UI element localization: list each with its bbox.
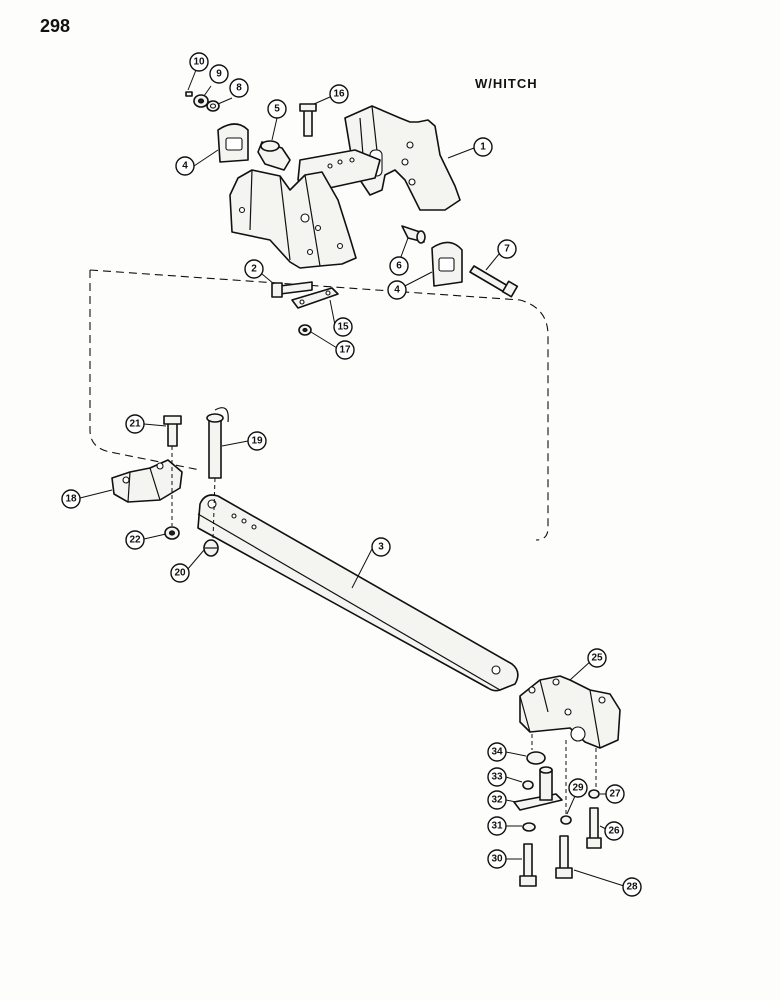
svg-text:15: 15 <box>337 322 349 333</box>
callout-26: 26 <box>604 821 624 841</box>
assembly-boundary-dashed <box>89 269 549 541</box>
svg-text:33: 33 <box>491 772 503 783</box>
callout-10: 10 <box>189 52 209 72</box>
svg-text:4: 4 <box>394 285 400 296</box>
washer-31 <box>522 822 536 832</box>
svg-text:1: 1 <box>480 142 486 153</box>
clamp-18 <box>111 459 183 503</box>
svg-text:5: 5 <box>274 104 280 115</box>
diagram-title: W/HITCH <box>475 76 538 91</box>
bolt-21 <box>163 415 182 447</box>
callout-32: 32 <box>487 790 507 810</box>
svg-text:28: 28 <box>626 882 638 893</box>
bolt-2 <box>271 281 313 298</box>
callout-33: 33 <box>487 767 507 787</box>
callout-16: 16 <box>329 84 349 104</box>
callout-30: 30 <box>487 849 507 869</box>
sleeve-bushing <box>257 140 291 171</box>
callout-34: 34 <box>487 742 507 762</box>
svg-text:34: 34 <box>491 747 503 758</box>
pin-10 <box>185 91 193 97</box>
svg-text:16: 16 <box>333 89 345 100</box>
callout-18: 18 <box>61 489 81 509</box>
svg-text:25: 25 <box>591 653 603 664</box>
callout-5: 5 <box>267 99 287 119</box>
svg-text:31: 31 <box>491 821 503 832</box>
bolt-16 <box>299 103 317 137</box>
drawbar-support-casting <box>229 105 461 269</box>
svg-text:8: 8 <box>236 83 242 94</box>
clevis-plate-upper <box>217 123 249 163</box>
svg-text:17: 17 <box>339 345 351 356</box>
bolt-26 <box>586 807 602 849</box>
svg-text:20: 20 <box>174 568 186 579</box>
washer-20 <box>203 539 219 557</box>
callout-22: 22 <box>125 530 145 550</box>
callout-15: 15 <box>333 317 353 337</box>
callout-17: 17 <box>335 340 355 360</box>
svg-text:32: 32 <box>491 795 503 806</box>
svg-text:10: 10 <box>193 57 205 68</box>
callout-9: 9 <box>209 64 229 84</box>
lock-washer-29 <box>560 815 572 825</box>
callout-7: 7 <box>497 239 517 259</box>
callout-4-lower: 4 <box>387 280 407 300</box>
svg-text:22: 22 <box>129 535 141 546</box>
nut-22 <box>164 526 180 540</box>
nut-9 <box>193 94 209 108</box>
strap-15 <box>291 287 339 309</box>
rear-support-25 <box>519 675 621 749</box>
svg-text:9: 9 <box>216 69 222 80</box>
callout-4-upper: 4 <box>175 156 195 176</box>
svg-text:18: 18 <box>65 494 77 505</box>
callout-8: 8 <box>229 78 249 98</box>
callout-3: 3 <box>371 537 391 557</box>
svg-text:7: 7 <box>504 244 510 255</box>
callout-27: 27 <box>605 784 625 804</box>
washer-8 <box>206 100 220 112</box>
callout-28: 28 <box>622 877 642 897</box>
washer-33 <box>522 780 534 790</box>
svg-text:21: 21 <box>129 419 141 430</box>
lock-washer-27 <box>588 789 600 799</box>
svg-text:6: 6 <box>396 261 402 272</box>
svg-text:29: 29 <box>572 783 584 794</box>
plate-32 <box>513 766 563 811</box>
page-number: 298 <box>40 16 71 36</box>
washer-34 <box>526 751 546 765</box>
svg-text:2: 2 <box>251 264 257 275</box>
callout-6: 6 <box>389 256 409 276</box>
callout-20: 20 <box>170 563 190 583</box>
pin-6 <box>401 225 426 244</box>
callout-29: 29 <box>568 778 588 798</box>
callout-21: 21 <box>125 414 145 434</box>
svg-text:26: 26 <box>608 826 620 837</box>
bolt-28 <box>555 835 573 879</box>
bolt-7 <box>469 265 519 298</box>
callout-31: 31 <box>487 816 507 836</box>
svg-text:30: 30 <box>491 854 503 865</box>
callout-19: 19 <box>247 431 267 451</box>
svg-text:4: 4 <box>182 161 188 172</box>
drawbar-3 <box>197 494 519 692</box>
bolt-30 <box>519 843 537 887</box>
callout-1: 1 <box>473 137 493 157</box>
clevis-plate-lower <box>431 241 463 287</box>
callout-25: 25 <box>587 648 607 668</box>
svg-text:3: 3 <box>378 542 384 553</box>
svg-text:27: 27 <box>609 789 621 800</box>
hitch-pin-19 <box>206 407 229 479</box>
svg-text:19: 19 <box>251 436 263 447</box>
callout-2: 2 <box>244 259 264 279</box>
leader-lines <box>79 69 625 887</box>
nut-17 <box>298 324 312 336</box>
